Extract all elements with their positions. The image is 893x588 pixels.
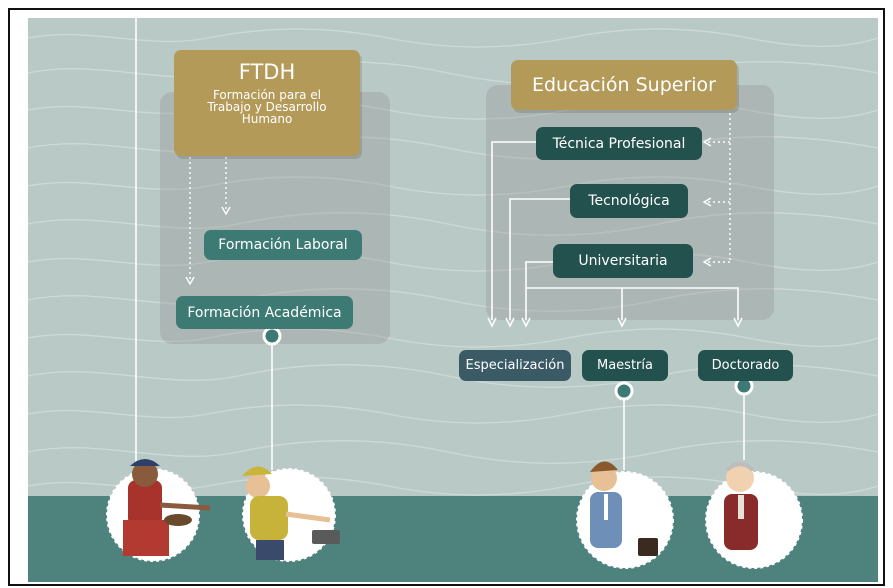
- node-doctorado: Doctorado: [698, 350, 793, 381]
- node-tecnica-profesional-label: Técnica Profesional: [552, 135, 686, 152]
- node-formacion-laboral: Formación Laboral: [204, 230, 362, 260]
- maestria-node-icon: [614, 381, 634, 401]
- cook-character-icon: [106, 459, 211, 562]
- node-formacion-academica: Formación Académica: [176, 296, 353, 329]
- node-formacion-academica-label: Formación Académica: [187, 304, 342, 321]
- arrowhead-academica: [185, 276, 195, 286]
- ftdh-subtitle: Formación para el Trabajo y Desarrollo H…: [207, 88, 327, 126]
- node-tecnologica: Tecnológica: [570, 184, 688, 218]
- worker-character-icon: [242, 466, 340, 562]
- node-formacion-laboral-label: Formación Laboral: [218, 237, 348, 253]
- node-maestria-label: Maestría: [597, 358, 653, 373]
- superior-solid-links: [491, 141, 739, 320]
- elder-character-icon: [705, 462, 803, 569]
- ftdh-title-box: FTDH Formación para el Trabajo y Desarro…: [174, 50, 360, 156]
- node-tecnica-profesional: Técnica Profesional: [536, 127, 702, 160]
- wave-pattern: [28, 28, 878, 496]
- ftdh-title: FTDH: [238, 60, 296, 84]
- superior-title-box: Educación Superior: [511, 60, 737, 110]
- node-universitaria-label: Universitaria: [578, 253, 668, 269]
- superior-dotted-links: [706, 108, 731, 263]
- superior-title: Educación Superior: [531, 74, 716, 96]
- node-universitaria: Universitaria: [553, 244, 693, 278]
- node-especializacion-label: Especialización: [465, 358, 565, 373]
- node-doctorado-label: Doctorado: [711, 358, 780, 373]
- arrowhead-laboral: [221, 206, 231, 216]
- node-especializacion: Especialización: [459, 350, 571, 381]
- node-maestria: Maestría: [582, 350, 668, 381]
- node-tecnologica-label: Tecnológica: [588, 193, 670, 209]
- academica-node-icon: [262, 326, 282, 346]
- businessman-character-icon: [576, 461, 674, 569]
